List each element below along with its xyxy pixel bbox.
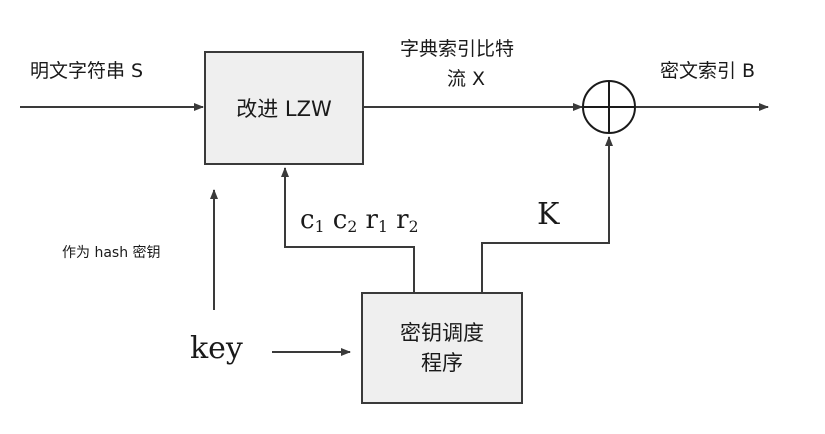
lzw-block-label: 改进 LZW <box>205 52 363 164</box>
key-schedule-label: 密钥调度 程序 <box>362 293 522 403</box>
keystream-k-label: K <box>537 197 560 232</box>
param-r2: r2 <box>396 205 419 236</box>
key-input-label: key <box>190 331 243 366</box>
param-c2: c2 <box>332 205 358 236</box>
lzw-block-text: 改进 LZW <box>236 97 332 121</box>
key-schedule-text-line2: 程序 <box>421 351 463 375</box>
keystream-line <box>481 136 613 293</box>
lzw-box <box>204 51 364 165</box>
params-label: c1 c2 r1 r2 <box>300 207 418 235</box>
xor-icon <box>582 80 636 134</box>
params-feedback-line <box>281 167 415 293</box>
param-r1: r1 <box>365 205 388 236</box>
ciphertext-output-label: 密文索引 B <box>660 60 756 82</box>
plaintext-input-label: 明文字符串 S <box>30 60 144 82</box>
dictionary-stream-label-line2: 流 X <box>447 68 486 90</box>
hash-key-note-label: 作为 hash 密钥 <box>62 245 161 261</box>
param-c1: c1 <box>300 205 325 236</box>
key-schedule-box <box>361 292 523 404</box>
dictionary-stream-label-line1: 字典索引比特 <box>400 38 515 60</box>
key-schedule-text-line1: 密钥调度 <box>400 320 484 345</box>
